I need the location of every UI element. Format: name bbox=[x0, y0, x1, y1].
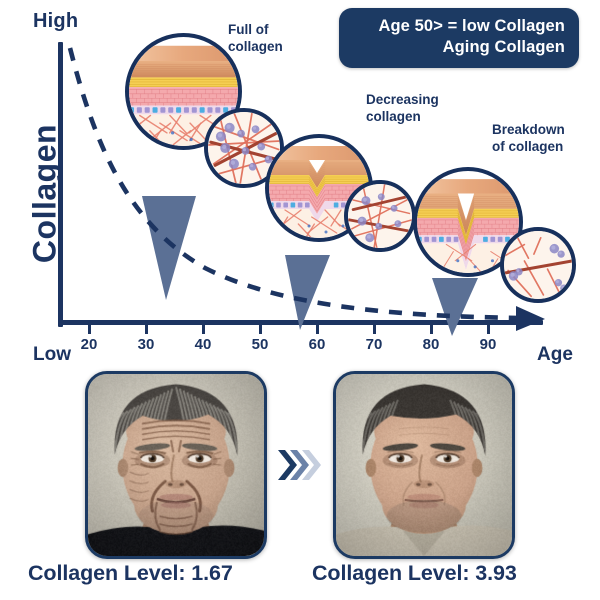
epidermis-top-face bbox=[269, 146, 369, 160]
x-tick-label: 50 bbox=[240, 336, 280, 353]
after-caption: Collagen Level: 3.93 bbox=[312, 561, 517, 586]
callout-breakdown-of-collagen: Breakdown of collagen bbox=[492, 122, 565, 156]
x-axis-line bbox=[58, 320, 543, 325]
collagen-fiber-network bbox=[504, 231, 572, 299]
x-tick-label: 40 bbox=[183, 336, 223, 353]
x-tick-label: 70 bbox=[354, 336, 394, 353]
x-tick-label: 80 bbox=[411, 336, 451, 353]
after-photo-canvas bbox=[336, 374, 512, 556]
collagen-fiber-inset-sparse bbox=[500, 227, 576, 303]
callout-decreasing-collagen: Decreasing collagen bbox=[366, 92, 439, 126]
before-photo bbox=[85, 371, 267, 559]
x-tick-mark bbox=[316, 325, 319, 334]
y-axis-high-label: High bbox=[33, 10, 78, 33]
epidermis-top-face bbox=[417, 179, 519, 193]
x-tick-label: 30 bbox=[126, 336, 166, 353]
collagen-fiber-network bbox=[348, 184, 412, 248]
y-axis-title: Collagen bbox=[27, 114, 64, 274]
callout-line-2: collagen bbox=[228, 39, 283, 56]
before-photo-canvas bbox=[88, 374, 264, 556]
x-tick-mark bbox=[145, 325, 148, 334]
callout-line-2: of collagen bbox=[492, 139, 565, 156]
callout-line-2: collagen bbox=[366, 109, 439, 126]
x-tick-mark bbox=[487, 325, 490, 334]
callout-line-1: Decreasing bbox=[366, 92, 439, 109]
x-axis-title: Age bbox=[537, 344, 573, 366]
callout-full-of-collagen: Full of collagen bbox=[228, 22, 283, 56]
collagen-fiber-inset-medium bbox=[344, 180, 416, 252]
y-axis-low-label: Low bbox=[33, 344, 71, 366]
x-tick-label: 60 bbox=[297, 336, 337, 353]
x-tick-mark bbox=[88, 325, 91, 334]
callout-line-1: Full of bbox=[228, 22, 283, 39]
x-tick-mark bbox=[259, 325, 262, 334]
aging-collagen-badge: Age 50> = low Collagen Aging Collagen bbox=[339, 8, 579, 68]
after-photo bbox=[333, 371, 515, 559]
badge-line-2: Aging Collagen bbox=[353, 37, 565, 58]
x-tick-mark bbox=[202, 325, 205, 334]
x-tick-label: 90 bbox=[468, 336, 508, 353]
x-tick-mark bbox=[373, 325, 376, 334]
double-chevron-right-icon bbox=[276, 446, 324, 484]
badge-line-1: Age 50> = low Collagen bbox=[353, 16, 565, 37]
epidermis-top-face bbox=[129, 46, 238, 61]
callout-line-1: Breakdown bbox=[492, 122, 565, 139]
before-caption: Collagen Level: 1.67 bbox=[28, 561, 233, 586]
x-tick-mark bbox=[430, 325, 433, 334]
x-tick-label: 20 bbox=[69, 336, 109, 353]
